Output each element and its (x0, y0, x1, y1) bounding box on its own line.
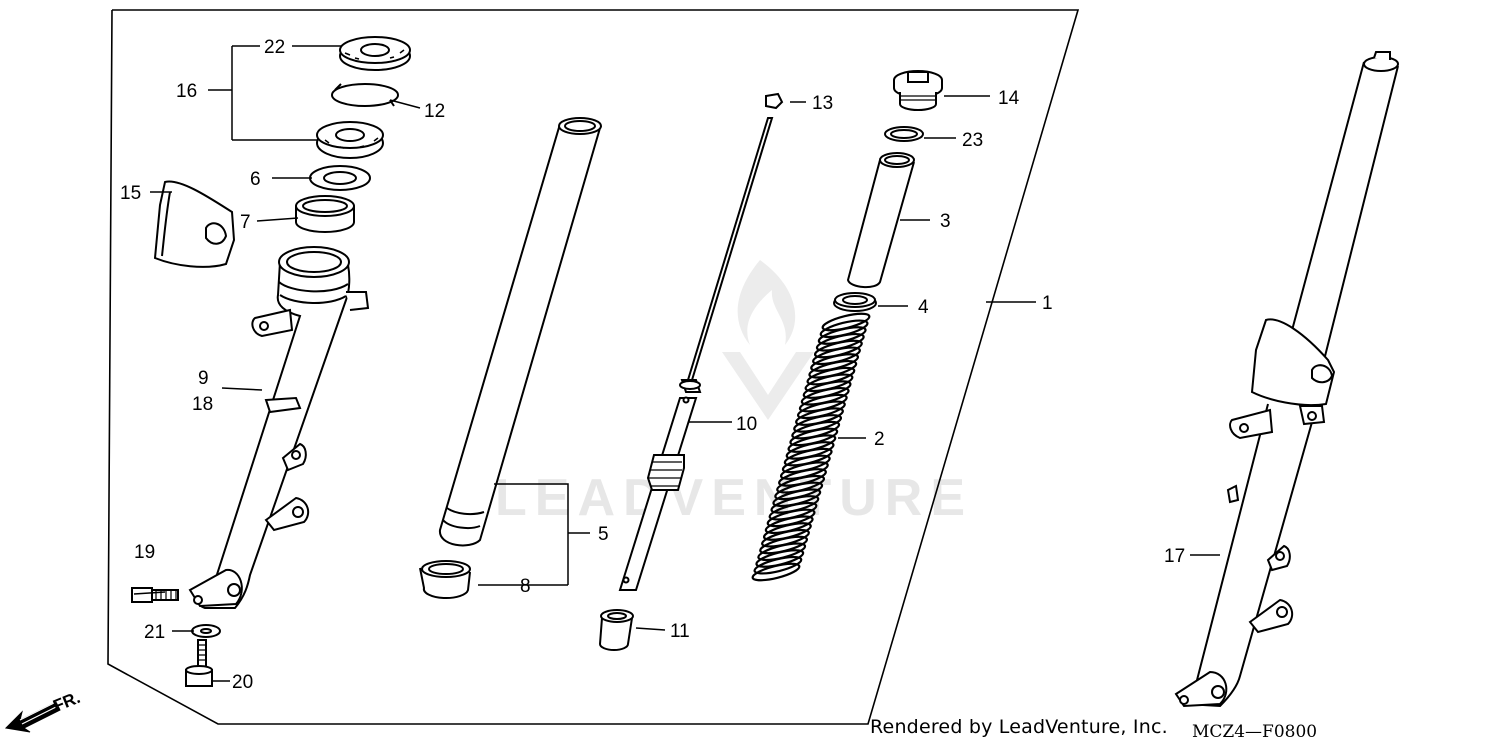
washer-6 (309, 165, 371, 191)
callout-22: 22 (264, 37, 285, 58)
watermark-text: LEADVENTURE (495, 469, 973, 527)
callout-16: 16 (176, 81, 197, 102)
callout-3: 3 (940, 211, 951, 232)
callout-10: 10 (736, 414, 757, 435)
outer-tube-9 (188, 246, 370, 609)
callout-17: 17 (1164, 546, 1185, 567)
oil-lock-piece-11 (598, 609, 634, 651)
lock-nut-13 (765, 92, 784, 110)
callout-1: 1 (1042, 293, 1053, 314)
callout-19: 19 (134, 542, 155, 563)
front-arrow-icon (4, 701, 61, 733)
washer-21 (191, 624, 221, 638)
snap-ring-12 (331, 83, 399, 107)
spring-seat-4 (833, 292, 877, 312)
dust-seal-16 (316, 121, 384, 159)
front-label: FR. (50, 688, 83, 716)
callout-labels: 22 16 12 6 15 7 9 18 19 21 20 13 14 23 3… (120, 37, 1185, 693)
watermark: LEADVENTURE (495, 260, 973, 527)
inner-tube-5 (439, 117, 602, 547)
callout-5: 5 (598, 524, 609, 545)
callout-21: 21 (144, 622, 165, 643)
spring-coil (753, 555, 803, 575)
callout-23: 23 (962, 130, 983, 151)
callout-8: 8 (520, 576, 531, 597)
callout-4: 4 (918, 297, 929, 318)
callout-6: 6 (250, 169, 261, 190)
damper-rod-10 (618, 117, 774, 591)
oil-seal-22 (339, 36, 411, 71)
socket-bolt-20 (185, 639, 213, 687)
socket-bolt-19 (131, 587, 179, 603)
fork-spring-2 (751, 312, 871, 582)
fork-assembly-17 (1174, 51, 1399, 708)
render-credit: Rendered by LeadVenture, Inc. (870, 716, 1168, 738)
callout-7: 7 (240, 212, 251, 233)
callout-12: 12 (424, 101, 445, 122)
o-ring-23 (884, 126, 924, 142)
watermark-v-icon (722, 352, 814, 420)
front-direction-indicator: FR. (4, 688, 83, 733)
callout-13: 13 (812, 93, 833, 114)
guide-bushing-7 (295, 195, 355, 233)
assembly-outline (107, 9, 1080, 725)
callout-2: 2 (874, 429, 885, 450)
spacer-3 (846, 152, 915, 288)
callout-11: 11 (670, 621, 690, 642)
callout-9: 9 (198, 368, 209, 389)
leader-lines (133, 45, 1220, 682)
fork-bolt-14 (893, 70, 943, 111)
slide-bushing-8 (419, 560, 471, 600)
spring-coil (751, 562, 801, 582)
diagram-code: MCZ4—F0800 (1192, 722, 1318, 742)
callout-18: 18 (192, 394, 213, 415)
watermark-flame-icon (737, 260, 796, 345)
callout-14: 14 (998, 88, 1020, 109)
callout-15: 15 (120, 183, 141, 204)
callout-20: 20 (232, 672, 253, 693)
fork-protector-15 (153, 180, 236, 268)
